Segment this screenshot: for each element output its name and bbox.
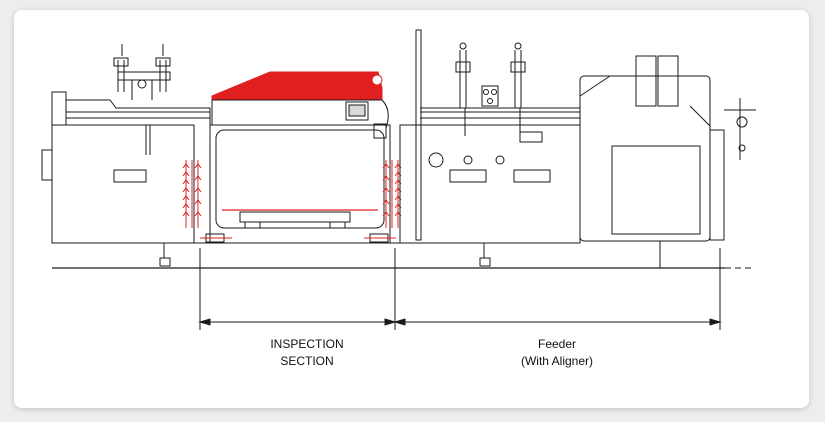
red-arrows-left [182,160,202,228]
feeder-section [399,29,756,268]
dimension-line-inspection [198,318,397,326]
inspection-label-line2: SECTION [280,354,333,368]
left-machine-section [41,44,211,267]
red-arrows-right [382,160,402,228]
inspection-section [182,71,402,244]
feeder-label-line2: (With Aligner) [521,354,593,368]
feeder-label-line1: Feeder [538,337,576,351]
extension-lines [199,248,721,330]
dimension-line-feeder [393,318,722,326]
inspection-label-line1: INSPECTION [270,337,343,351]
